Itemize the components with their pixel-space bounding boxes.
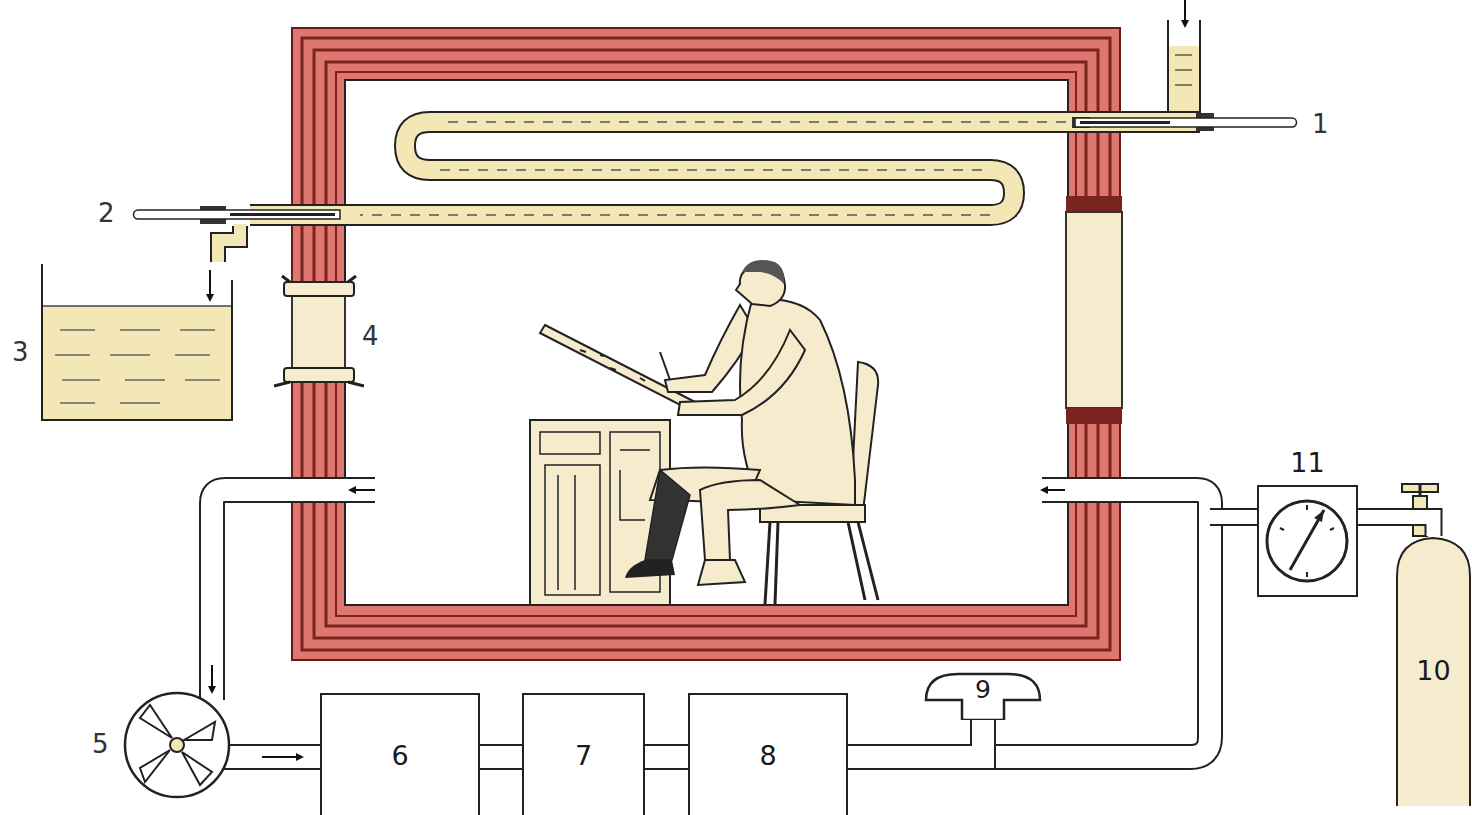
water-coil <box>210 0 1200 298</box>
callout-number: 1 <box>1312 110 1329 139</box>
pipe-bore <box>1357 517 1434 536</box>
callout-number: 4 <box>362 322 379 351</box>
wall-window-part <box>1066 408 1122 424</box>
shape-outline <box>926 674 1040 720</box>
chamber-wall-part <box>345 80 1068 605</box>
desk-part <box>540 325 695 410</box>
part-number: 9 <box>975 676 991 704</box>
part-number: 11 <box>1290 448 1324 478</box>
air-pipe-part <box>212 490 375 700</box>
thermometer-part <box>1080 121 1170 124</box>
blower-fan <box>125 693 229 797</box>
pipe-connector <box>1357 517 1434 536</box>
air-port-4-part <box>274 276 364 386</box>
desk-part <box>580 350 645 381</box>
water-coil-part <box>250 122 1200 215</box>
process-box: 6 <box>320 693 480 815</box>
air-pipe-part <box>844 490 1210 757</box>
gas-meter: 11 <box>1250 448 1365 600</box>
air-pipe-part <box>212 490 377 702</box>
chamber-wall-part <box>336 72 1076 616</box>
desk <box>530 325 695 605</box>
desk-part <box>545 465 600 595</box>
water-coil-part <box>218 224 240 262</box>
water-vessel <box>42 264 232 420</box>
seated-person-part <box>660 352 670 380</box>
seated-person-part <box>698 560 745 585</box>
thermometer-part <box>230 213 335 216</box>
process-box: 7 <box>522 693 645 815</box>
chamber-wall-part <box>326 62 1086 626</box>
seated-person-part <box>742 260 784 284</box>
blower-fan-part <box>140 705 215 785</box>
air-pipe-part <box>262 756 300 758</box>
part-number: 10 <box>1416 656 1450 686</box>
air-pipe-part <box>211 665 213 690</box>
water-vessel-part <box>42 264 232 420</box>
seated-person-part <box>625 560 675 578</box>
water-coil-part <box>360 122 1180 215</box>
pipe-connector <box>480 757 522 758</box>
pipe-bore <box>480 746 522 768</box>
air-port-4-part <box>292 292 345 372</box>
seated-person-part <box>678 330 805 415</box>
desk-part <box>530 420 670 605</box>
pipe-bore <box>645 746 688 768</box>
shape-outline <box>1280 505 1334 577</box>
seated-person-part <box>700 480 800 560</box>
part-number: 6 <box>391 741 408 771</box>
air-pipe-part <box>1044 489 1065 491</box>
pipe-bore <box>848 720 983 757</box>
pipe-wall <box>848 720 983 757</box>
thermometer <box>134 113 1297 224</box>
pipe-wall <box>1357 517 1434 536</box>
wall-window-part <box>1066 196 1122 212</box>
water-vessel-part <box>43 306 231 419</box>
thermometer-part <box>134 210 341 219</box>
shape-outline <box>1314 510 1324 522</box>
pipe-connector <box>645 757 688 758</box>
absorber-vessel: 9 <box>918 670 1048 720</box>
shape-outline <box>1267 501 1347 581</box>
wall-window-part <box>1066 212 1122 408</box>
water-coil-part <box>1175 55 1192 85</box>
callout-number: 2 <box>98 199 115 228</box>
chamber-wall-part <box>314 50 1098 638</box>
desk-part <box>540 432 600 454</box>
water-coil-part <box>1168 20 1200 112</box>
air-pipe-part <box>220 746 324 768</box>
seated-person-part <box>645 470 690 560</box>
shape-outline <box>1397 538 1470 806</box>
cylinder-valve-part <box>1419 484 1422 496</box>
water-vessel-part <box>43 305 231 307</box>
air-pipe-part <box>846 490 1210 757</box>
process-box: 8 <box>688 693 848 815</box>
pipe-wall <box>645 744 688 770</box>
water-vessel-part <box>55 330 220 403</box>
callout-number: 3 <box>12 338 29 367</box>
part-number: 8 <box>759 741 776 771</box>
shape-outline <box>1290 510 1324 570</box>
gas-cylinder: 10 <box>1395 536 1472 806</box>
callout-number: 5 <box>92 730 109 759</box>
pipe-connector <box>848 720 983 757</box>
air-port-4-part <box>284 368 354 382</box>
air-pipe-part <box>352 489 375 491</box>
part-number: 7 <box>575 741 592 771</box>
chair-part <box>765 522 878 604</box>
water-coil-part <box>250 122 1200 215</box>
water-coil-part <box>1184 0 1186 24</box>
wall-window <box>1066 196 1122 424</box>
shape-outline <box>1258 486 1357 596</box>
air-port-4 <box>274 276 364 386</box>
water-coil-part <box>209 270 211 298</box>
pipe-wall <box>480 744 522 770</box>
seated-person <box>625 260 855 585</box>
air-pipe-part <box>1206 510 1262 524</box>
air-port-4-part <box>284 282 354 296</box>
blower-fan-part <box>125 693 229 797</box>
thermometer-part <box>1075 118 1297 127</box>
